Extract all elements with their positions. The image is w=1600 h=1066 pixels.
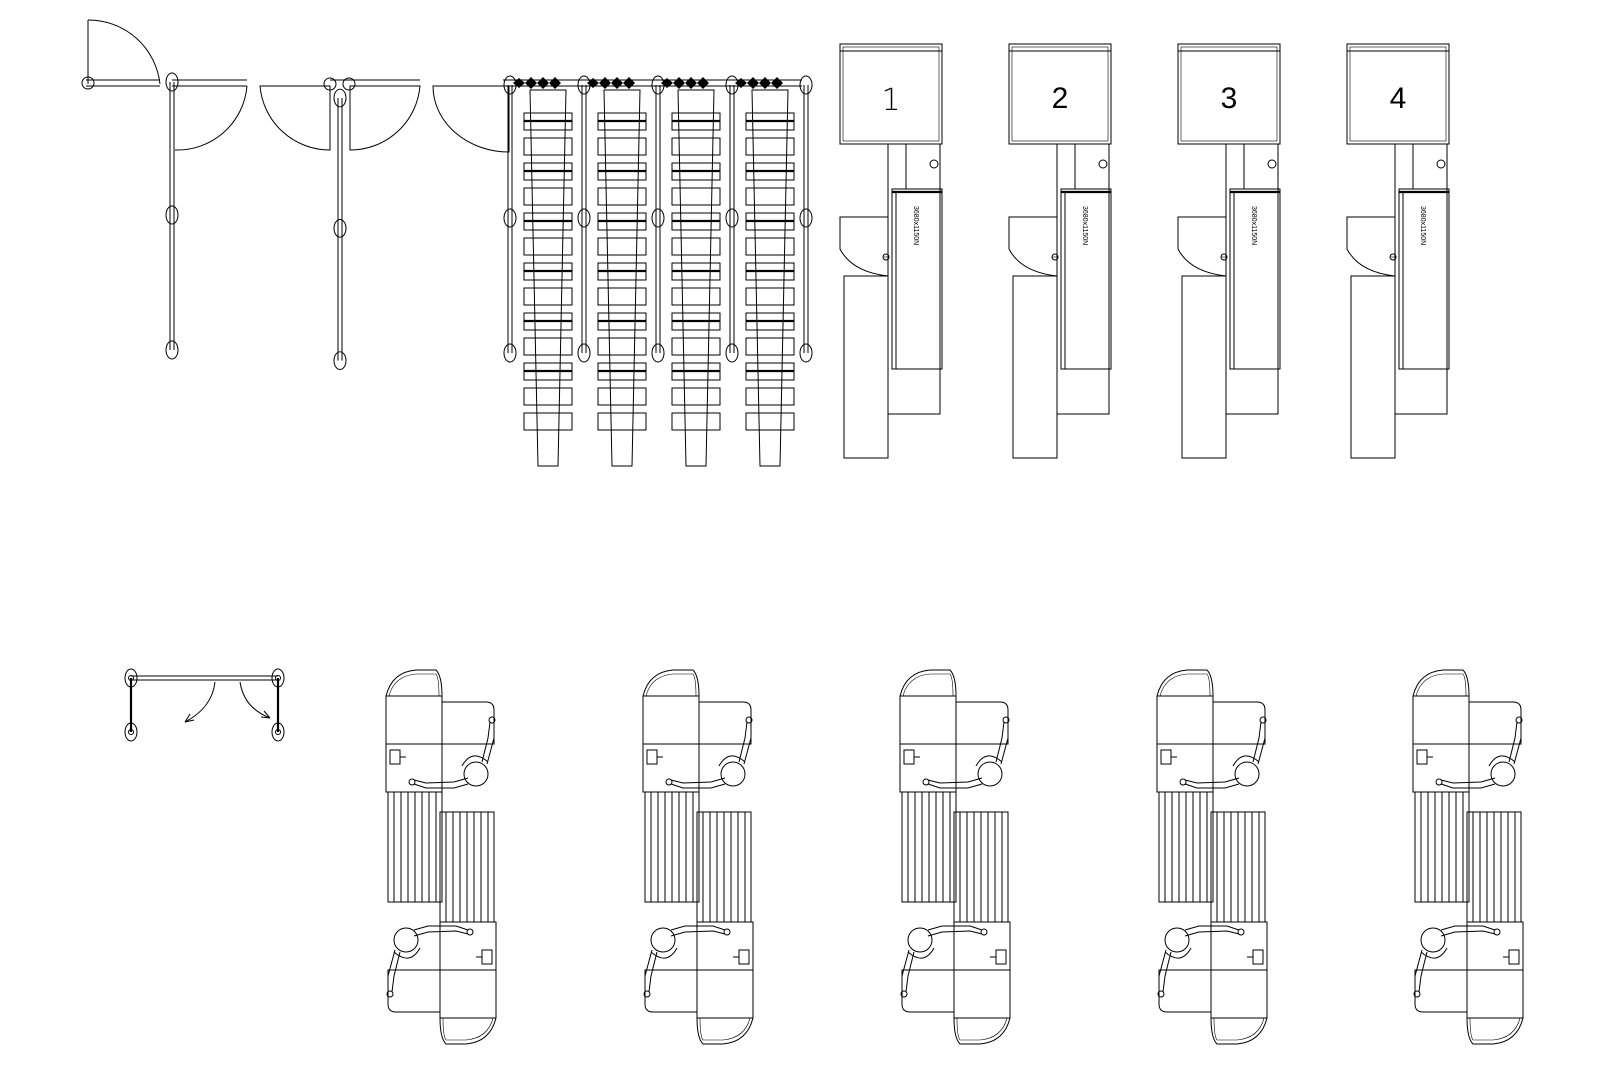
workstation-pair [1413, 670, 1523, 1044]
kiosk-number: 1 [881, 83, 900, 118]
kiosk-spec-label: 3680x1150N [1081, 206, 1088, 245]
partition-door-right [165, 72, 248, 360]
workstation-pair [1157, 670, 1267, 1044]
kiosk-spec-label: 3680x1150N [1250, 206, 1257, 245]
kiosk-spec-label: 3680x1150N [1419, 206, 1426, 245]
kiosk-number: 2 [1052, 82, 1069, 115]
brochure-rack-group [432, 75, 813, 468]
kiosk-1: 1 3680x1150N [838, 42, 944, 460]
workstation-pair [643, 670, 753, 1044]
double-swing-gate [124, 668, 285, 742]
kiosk-2: 2 3680x1150N [1007, 42, 1113, 460]
kiosk-number: 3 [1221, 82, 1238, 115]
partition-double-door [259, 77, 421, 370]
kiosk-4: 4 3680x1150N [1345, 42, 1451, 460]
kiosk-3: 3 3680x1150N [1176, 42, 1282, 460]
kiosk-number: 4 [1390, 82, 1407, 115]
single-door-symbol [81, 19, 161, 90]
kiosk-spec-label: 3680x1150N [912, 206, 919, 245]
workstation-pair [900, 670, 1010, 1044]
rack-chevron-band [513, 77, 783, 89]
workstation-pair [386, 670, 496, 1044]
